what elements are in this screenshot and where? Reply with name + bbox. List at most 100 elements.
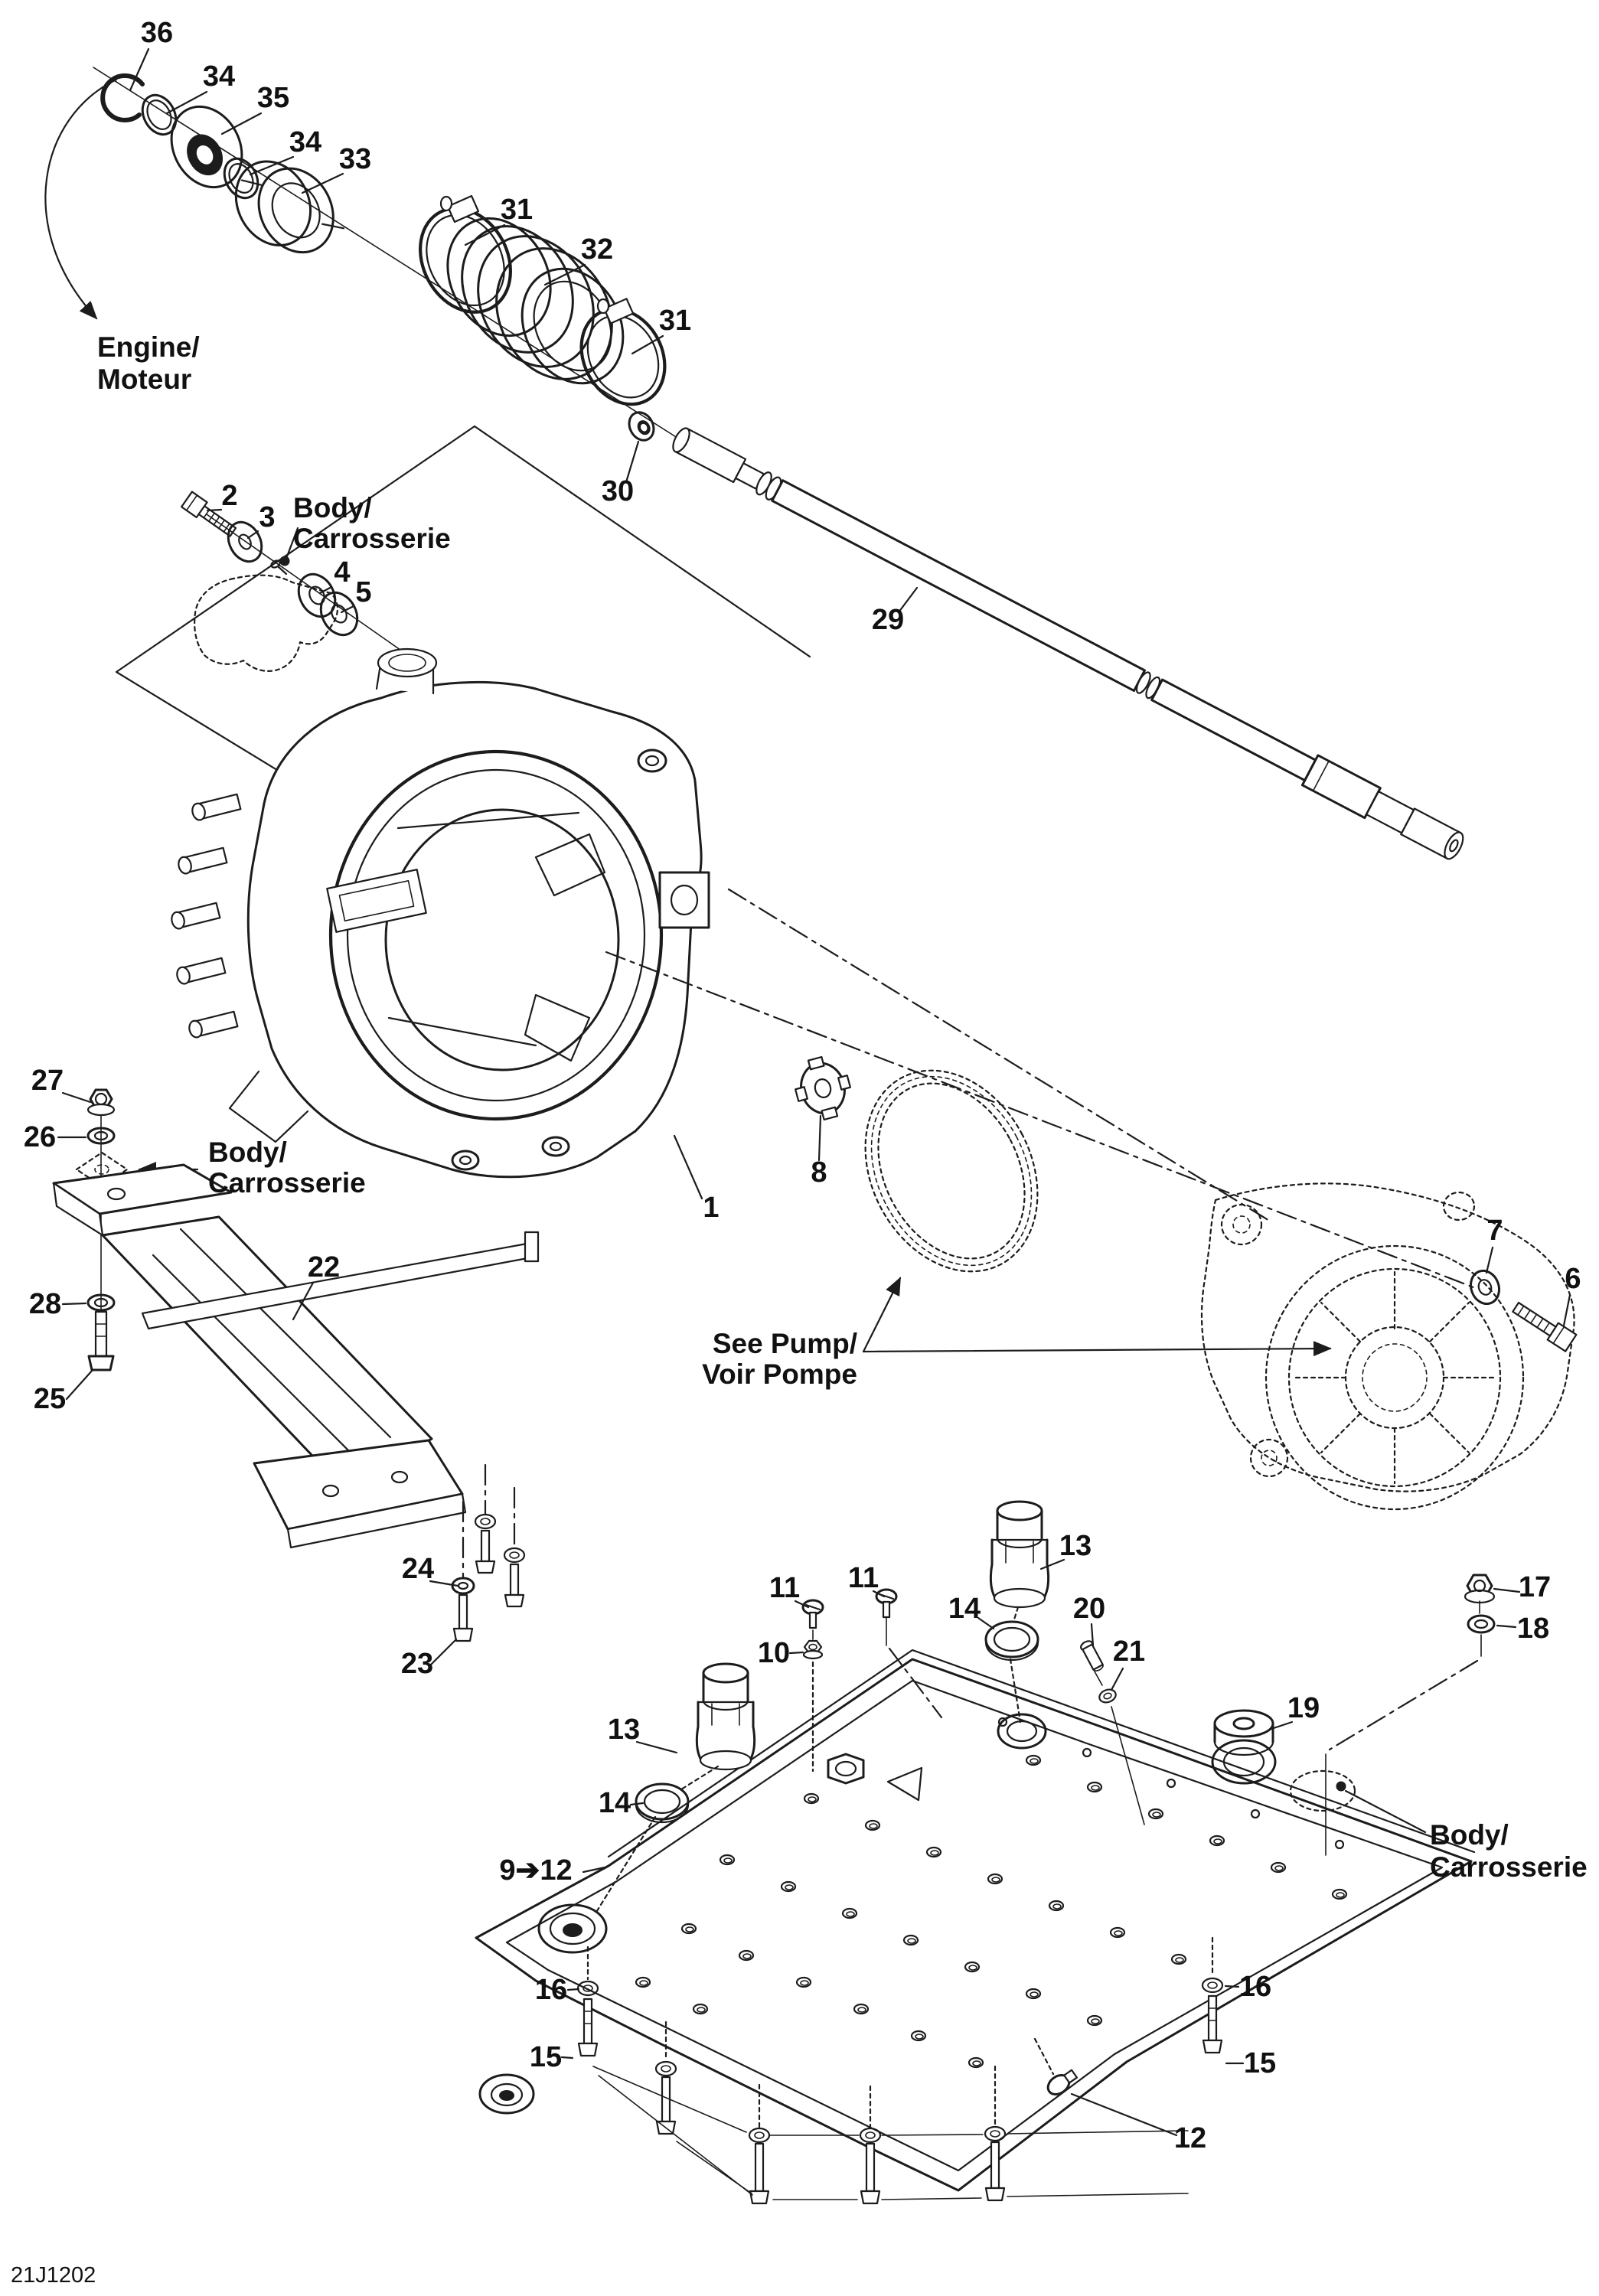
washer-18 [1467,1614,1496,1634]
carbon-ring-33 [234,160,345,254]
callout-25: 25 [34,1383,66,1415]
callout-18: 18 [1517,1613,1549,1645]
plate-triangle-hole [886,1766,923,1802]
mount-13-lower [695,1662,756,1771]
leader-line-4 [318,585,333,595]
callout-30: 30 [602,475,634,507]
callout-33: 33 [339,143,371,175]
axis-18-dashdot [1328,1659,1479,1751]
leader-line-3 [246,530,259,540]
note-texts: Engine/MoteurBody/CarrosserieBody/Carros… [97,331,1588,1883]
leader-line-6 [1562,1293,1571,1327]
leader-line-11b [872,1590,886,1598]
o-ring-34-front [141,93,178,136]
leader-line-21 [1110,1667,1124,1691]
callout-12: 12 [1174,2122,1206,2154]
shaft-support-housing-1 [171,647,710,1179]
axis-13b [680,1765,720,1791]
screw-12 [1046,2069,1079,2095]
callout-19: 19 [1287,1692,1320,1724]
washer-26 [86,1127,116,1145]
callout-16L: 16 [535,1974,567,2006]
engine-direction-arrow [44,78,118,320]
washer-21 [1098,1688,1117,1704]
leader-line-33 [301,172,344,194]
leader-line-14b [629,1802,644,1806]
callout-14a: 14 [948,1593,981,1625]
axis-20 [1094,1671,1103,1686]
leader-line-13b [635,1740,678,1754]
callout-15R: 15 [1244,2047,1276,2079]
support-bracket-22-assembly [52,1088,540,1642]
callout-31b: 31 [659,305,691,337]
note-body-upper-line2: Carrosserie [293,523,451,554]
leader-line-23 [429,1638,458,1667]
leader-line-7 [1485,1246,1494,1274]
nut-27 [86,1088,116,1117]
leader-line-24 [429,1580,459,1587]
drawing-number-stamp: 21J1202 [11,2263,96,2288]
body-note-upper-leader [286,527,299,558]
washer-3 [227,520,263,563]
callout-17: 17 [1519,1571,1551,1603]
callout-29: 29 [872,604,904,636]
callout-13a: 13 [1059,1530,1092,1562]
callout-28: 28 [29,1288,61,1320]
callout-leader-lines [57,47,1571,2137]
leader-line-29 [897,586,919,614]
ring-14-lower [635,1782,690,1824]
hose-clamp-31-front [418,194,513,314]
callout-1: 1 [703,1192,719,1224]
leader-line-16R [1224,1985,1240,1988]
note-engine-line2: Moteur [97,364,191,395]
note-see-pump-line1: See Pump/ [713,1328,857,1359]
leader-line-36 [129,47,150,92]
nut-10 [802,1639,824,1660]
callout-22: 22 [308,1251,340,1283]
jet-pump-reference [1200,1182,1575,1511]
o-ring-34-rear [223,157,259,200]
washer-7 [1469,1269,1501,1306]
axis-12 [1033,2037,1055,2076]
callout-31a: 31 [501,194,533,226]
body-note-right-leader [1344,1789,1427,1834]
ride-plate-9-12 [475,1649,1476,2192]
hull-patch-outline [194,556,338,672]
leader-line-31b [631,334,664,355]
callout-36: 36 [141,17,173,49]
drive-shaft-29 [672,427,1464,860]
callout-6: 6 [1565,1263,1581,1295]
bellows-32 [446,217,625,385]
callout-16R: 16 [1239,1971,1271,2003]
washer-28 [86,1293,116,1312]
bolt-6 [1512,1301,1578,1352]
leader-line-20 [1090,1623,1095,1647]
leader-line-28 [61,1302,87,1306]
leader-line-8 [817,1114,822,1162]
note-body-left-line2: Carrosserie [208,1167,366,1199]
leader-line-10 [788,1651,804,1655]
ring-30 [628,411,655,442]
plate-pedestal-front-left [537,1903,608,1954]
ring-14-upper [984,1620,1039,1662]
callout-4: 4 [334,556,350,589]
retainer-8 [795,1055,851,1121]
leader-line-27 [61,1091,92,1104]
leader-line-13a [1039,1558,1065,1570]
screw-11-left [801,1599,824,1629]
callout-5: 5 [355,576,371,608]
driveline-axis [93,67,680,440]
bolt-25 [87,1310,115,1371]
bottom-fastener-leaders [592,2066,1189,2200]
callout-13b: 13 [608,1714,640,1746]
plate-pedestal-front-tip [478,2073,535,2115]
callout-8: 8 [811,1156,827,1189]
leader-line-16L [566,1988,580,1991]
leader-line-18 [1496,1624,1517,1629]
pin-20 [1080,1640,1104,1671]
leader-line-9-12 [582,1866,606,1874]
callout-34a: 34 [203,60,235,93]
callout-10: 10 [758,1637,790,1669]
leader-line-12 [1070,2092,1178,2137]
